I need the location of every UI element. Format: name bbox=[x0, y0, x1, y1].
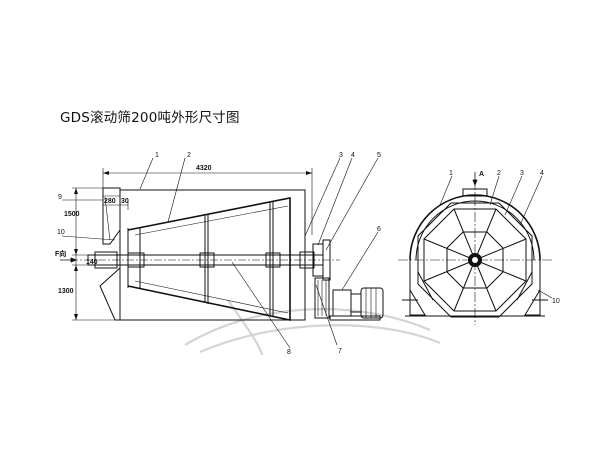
part-label-6: 6 bbox=[377, 226, 381, 233]
dim-inlet-width: 280 bbox=[104, 198, 116, 205]
dim-height-base: 1300 bbox=[58, 288, 74, 295]
part-label-7: 7 bbox=[338, 348, 342, 355]
part-label-4: 4 bbox=[351, 152, 355, 159]
part-label-5: 5 bbox=[377, 152, 381, 159]
dim-height-top: 1500 bbox=[64, 211, 80, 218]
part-label-2: 2 bbox=[187, 152, 191, 159]
part-label-9: 9 bbox=[58, 194, 62, 201]
dim-inlet-offset: 30 bbox=[121, 198, 129, 205]
page-title: GDS滚动筛200吨外形尺寸图 bbox=[60, 110, 240, 126]
part-label-10: 10 bbox=[57, 229, 65, 236]
watermark bbox=[184, 299, 441, 356]
dim-shaft-height: 140 bbox=[86, 259, 98, 266]
end-part-label-10: 10 bbox=[552, 298, 560, 305]
part-label-3: 3 bbox=[339, 152, 343, 159]
end-part-label-4: 4 bbox=[540, 170, 544, 177]
part-label-8: 8 bbox=[287, 349, 291, 356]
end-view bbox=[398, 172, 553, 325]
dim-length-total: 4320 bbox=[196, 165, 212, 172]
side-view bbox=[61, 157, 384, 349]
end-part-label-1: 1 bbox=[449, 170, 453, 177]
part-label-1: 1 bbox=[155, 152, 159, 159]
label-a-direction: A bbox=[479, 171, 484, 178]
end-part-label-2: 2 bbox=[497, 170, 501, 177]
end-part-label-3: 3 bbox=[520, 170, 524, 177]
label-f-direction: F向 bbox=[55, 249, 66, 258]
